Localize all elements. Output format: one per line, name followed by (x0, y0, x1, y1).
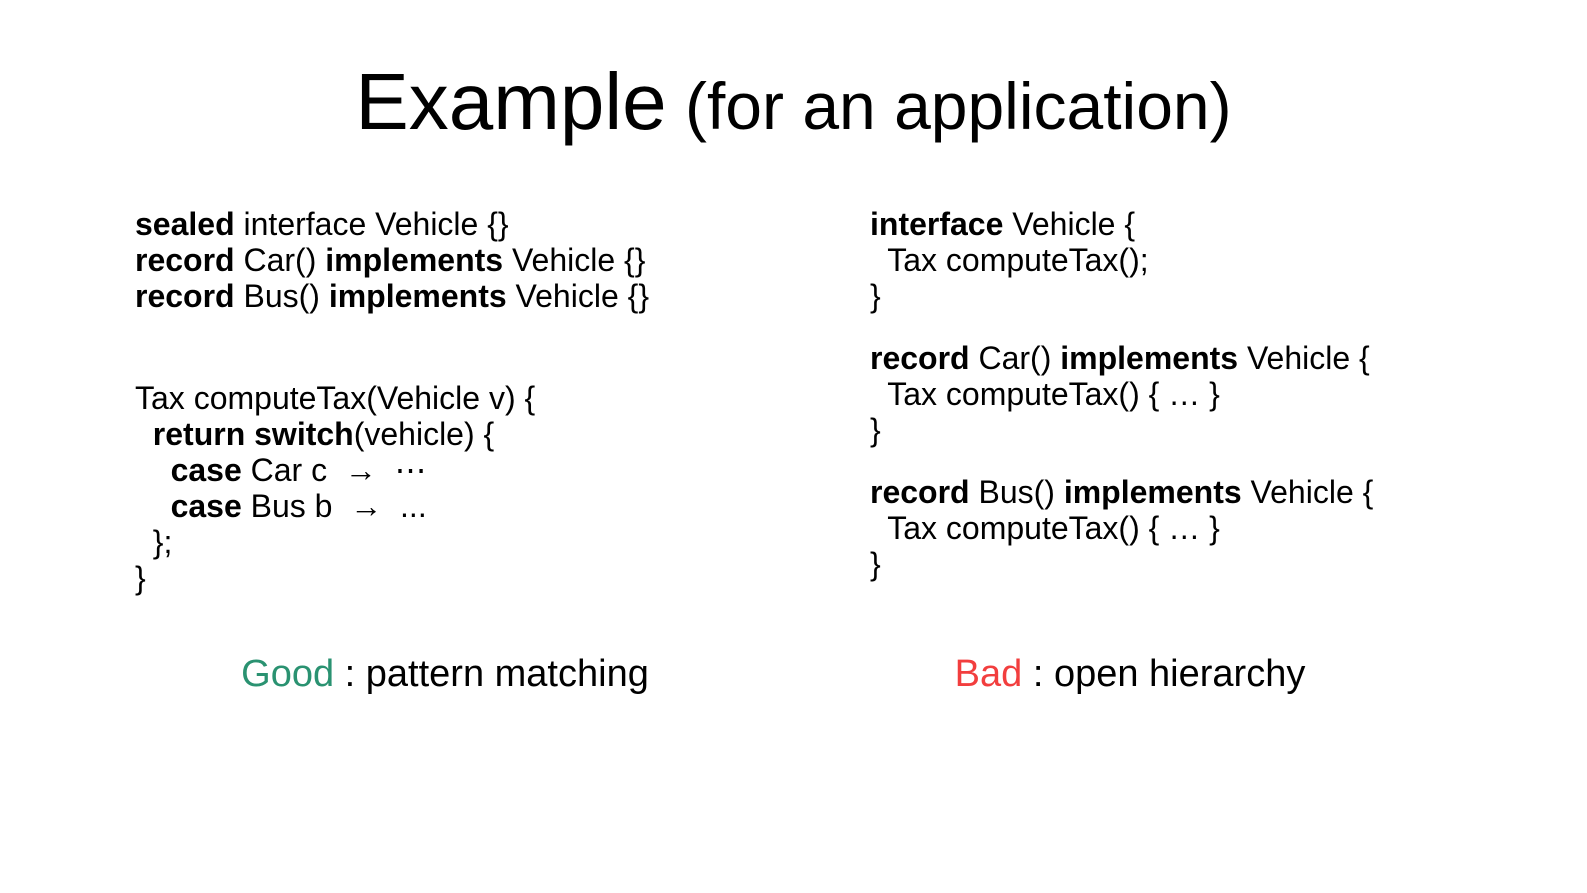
caption-bad-rest: : open hierarchy (1022, 653, 1306, 695)
code-line: record Bus() implements Vehicle { (870, 474, 1374, 510)
code-block: Tax computeTax(Vehicle v) { return switc… (135, 380, 649, 596)
slide-title: Example (for an application) (0, 56, 1587, 148)
caption-good-rest: : pattern matching (334, 653, 649, 695)
code-block: interface Vehicle { Tax computeTax();} (870, 206, 1373, 314)
code-line: record Bus() implements Vehicle {} (135, 278, 649, 314)
code-block: record Car() implements Vehicle { Tax co… (870, 340, 1373, 448)
title-main: Example (355, 57, 667, 146)
caption-bad: Bad : open hierarchy (870, 652, 1390, 698)
code-line: } (135, 560, 146, 596)
caption-good: Good : pattern matching (135, 652, 755, 698)
code-line: Tax computeTax() { … } (870, 510, 1220, 546)
caption-bad-word: Bad (954, 653, 1023, 695)
code-line: } (870, 546, 881, 582)
code-line: Tax computeTax(); (870, 242, 1149, 278)
caption-good-word: Good (241, 653, 335, 695)
code-line: interface Vehicle { (870, 206, 1136, 242)
code-column-right: interface Vehicle { Tax computeTax();}re… (870, 206, 1373, 608)
code-line: case Bus b → ... (170, 488, 427, 524)
code-line: sealed interface Vehicle {} (135, 206, 509, 242)
code-line: Tax computeTax() { … } (870, 376, 1220, 412)
code-line: return switch(vehicle) { (152, 416, 495, 452)
code-line: Tax computeTax(Vehicle v) { (135, 380, 536, 416)
code-line: } (870, 278, 881, 314)
code-line: record Car() implements Vehicle {} (135, 242, 646, 278)
title-suffix: (for an application) (666, 69, 1232, 143)
code-line: } (870, 412, 881, 448)
code-line: case Car c → ⋯ (170, 452, 427, 488)
code-line: record Car() implements Vehicle { (870, 340, 1370, 376)
code-block: sealed interface Vehicle {}record Car() … (135, 206, 649, 314)
code-line: }; (135, 524, 173, 560)
code-column-left: sealed interface Vehicle {}record Car() … (135, 206, 649, 662)
code-block: record Bus() implements Vehicle { Tax co… (870, 474, 1373, 582)
